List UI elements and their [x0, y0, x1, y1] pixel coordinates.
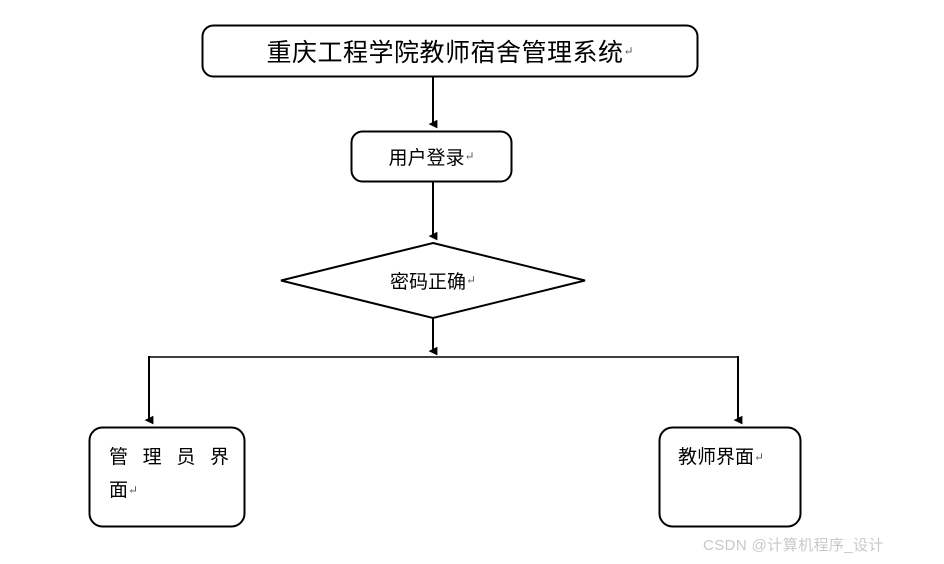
node-admin-shape[interactable] [88, 426, 246, 528]
csdn-watermark: CSDN @计算机程序_设计 [703, 537, 884, 554]
node-title-shape[interactable] [201, 24, 699, 78]
node-decision-shape[interactable] [280, 241, 586, 320]
node-login-shape[interactable] [350, 130, 513, 183]
node-teacher-shape[interactable] [658, 426, 802, 528]
